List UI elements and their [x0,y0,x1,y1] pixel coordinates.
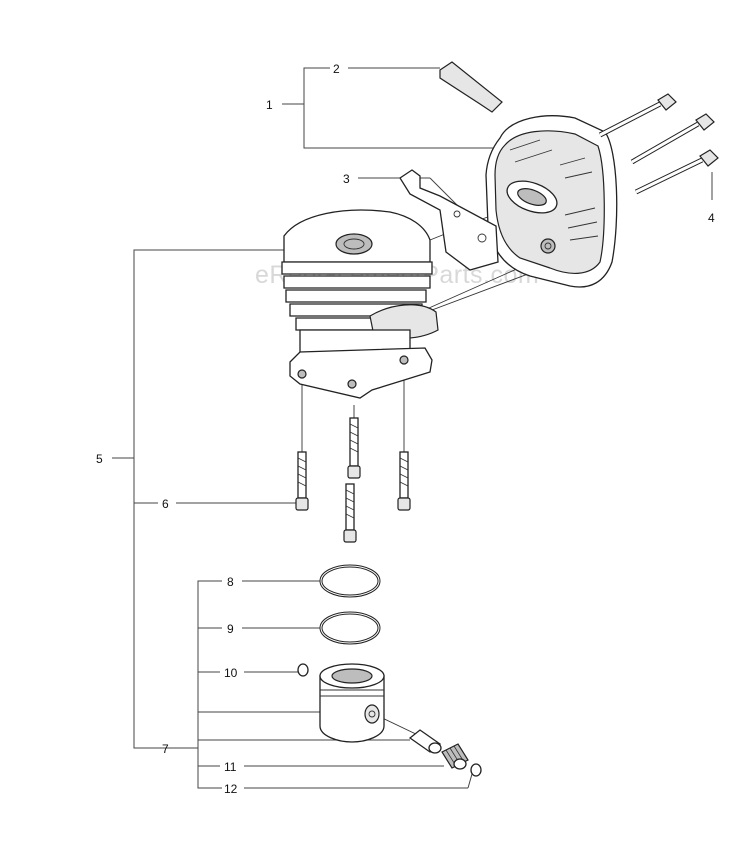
part-cylinder [281,209,439,399]
callout-8: 8 [227,575,234,589]
callout-9: 9 [227,622,234,636]
callout-3: 3 [343,172,350,186]
callout-10: 10 [224,666,238,680]
part-bracket [399,169,499,271]
callout-labels: 1 2 3 4 5 6 7 8 9 10 11 12 [96,62,715,796]
part-cylinder-bolts [295,417,411,543]
part-circlip-small [470,763,482,777]
part-piston-ring-lower [319,611,381,645]
cylinder-bolt [343,483,357,543]
callout-6: 6 [162,497,169,511]
cylinder-bolt [347,417,361,479]
part-long-bolts [598,93,719,195]
cylinder-bolt [295,451,309,511]
part-needle-bearing [441,743,469,770]
callout-5: 5 [96,452,103,466]
long-bolt [634,149,719,195]
part-piston [319,663,385,743]
long-bolt [598,93,677,138]
part-muffler [485,115,618,288]
callout-11: 11 [224,760,237,774]
callout-7: 7 [162,742,169,756]
leader-lines [112,67,713,789]
callout-4: 4 [708,211,715,225]
part-piston-pin [408,729,442,754]
long-bolt [630,113,715,165]
callout-1: 1 [266,98,273,112]
part-piston-ring-upper [319,564,381,598]
part-gasket-plate [439,61,503,113]
callout-2: 2 [333,62,340,76]
part-circlip [297,663,309,677]
callout-12: 12 [224,782,238,796]
cylinder-bolt [397,451,411,511]
